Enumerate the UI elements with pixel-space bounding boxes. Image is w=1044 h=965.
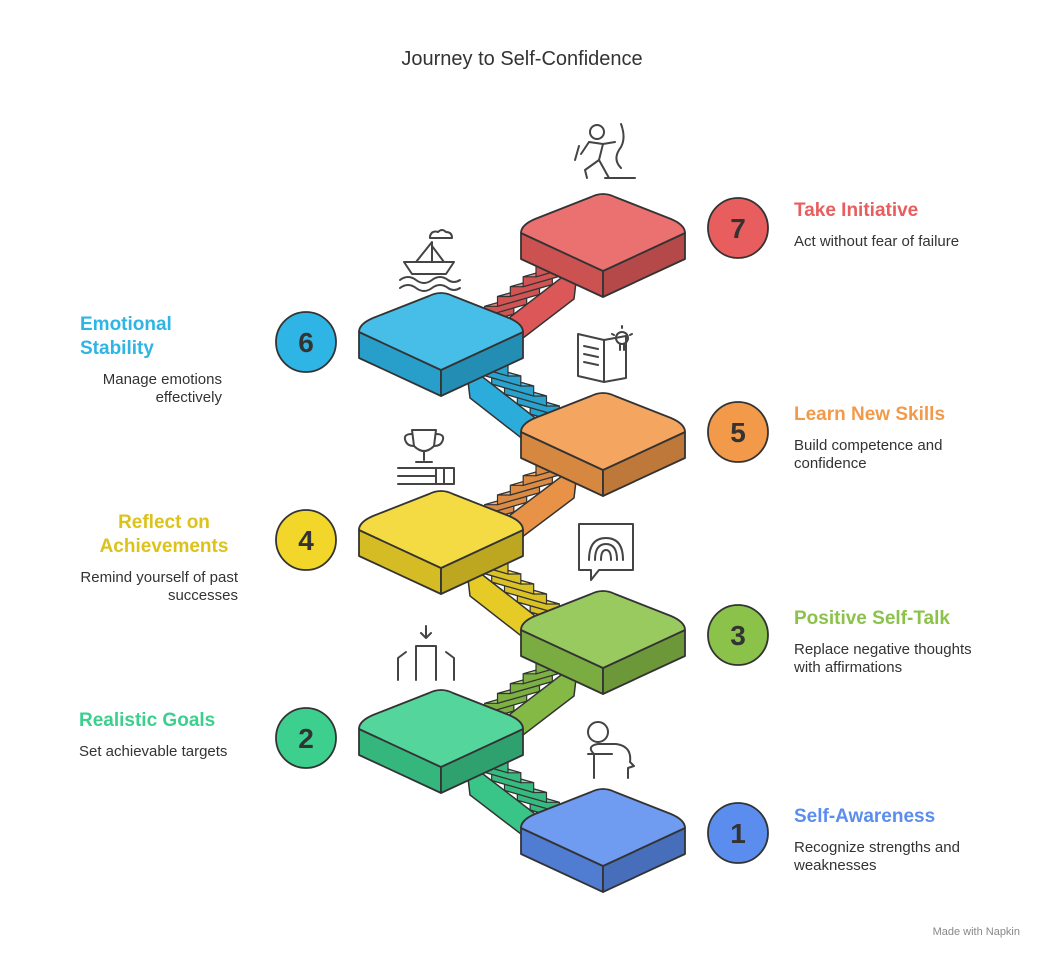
step-7-number: 7 [730, 213, 746, 244]
platform-1 [520, 788, 686, 893]
step-6-label: Emotional Stability Manage emotions effe… [20, 313, 250, 407]
step-4-circle [275, 509, 337, 571]
step-6-description: Manage emotions effectively [102, 371, 222, 406]
step-1-number-circle: 1 [707, 802, 769, 864]
step-5-number: 5 [730, 417, 746, 448]
platform-6 [358, 292, 524, 397]
platforms-layer [358, 193, 686, 893]
step-2-number: 2 [298, 723, 314, 754]
platform-3 [520, 590, 686, 695]
step-7-number-circle: 7 [707, 197, 769, 259]
trophy-books-icon [397, 429, 455, 485]
step-6-number-circle: 6 [275, 311, 337, 373]
step-5-number-circle: 5 [707, 401, 769, 463]
book-lightbulb-icon [577, 325, 633, 383]
step-4-heading: Reflect on Achievements [99, 512, 229, 557]
step-2-number-circle: 2 [275, 707, 337, 769]
napkin-watermark: Made with Napkin [932, 926, 1020, 938]
step-6-circle [275, 311, 337, 373]
step-2-label: Realistic Goals Set achievable targets [79, 709, 279, 761]
step-3-label: Positive Self-Talk Replace negative thou… [794, 607, 994, 677]
page-title: Journey to Self-Confidence [401, 48, 643, 70]
speech-bubble-rainbow-icon [578, 523, 634, 581]
step-3-heading: Positive Self-Talk [794, 608, 950, 629]
step-6-heading: Emotional Stability [80, 314, 172, 359]
step-7-label: Take Initiative Act without fear of fail… [794, 199, 1024, 251]
step-4-description: Remind yourself of past successes [80, 569, 238, 604]
step-4-number: 4 [298, 525, 314, 556]
step-5-label: Learn New Skills Build competence and co… [794, 403, 984, 473]
step-3-number: 3 [730, 620, 746, 651]
platform-4 [358, 490, 524, 595]
step-1-description: Recognize strengths and weaknesses [794, 839, 960, 874]
step-6-number: 6 [298, 327, 314, 358]
step-5-description: Build competence and confidence [794, 437, 943, 472]
step-2-heading: Realistic Goals [79, 710, 216, 731]
number-circles-layer: 1 2 3 4 5 6 7 [275, 197, 769, 864]
step-5-circle [707, 401, 769, 463]
platform-7 [520, 193, 686, 298]
step-2-description: Set achievable targets [79, 743, 228, 760]
step-5-heading: Learn New Skills [794, 404, 946, 425]
step-3-description: Replace negative thoughts with affirmati… [794, 641, 972, 676]
step-7-circle [707, 197, 769, 259]
step-1-number: 1 [730, 818, 746, 849]
step-1-circle [707, 802, 769, 864]
step-7-heading: Take Initiative [794, 200, 919, 221]
climber-icon [574, 123, 636, 179]
platform-2 [358, 689, 524, 794]
icons-layer [397, 123, 636, 779]
step-2-circle [275, 707, 337, 769]
step-1-label: Self-Awareness Recognize strengths and w… [794, 805, 994, 875]
target-pillars-icon [397, 625, 455, 681]
step-1-heading: Self-Awareness [794, 806, 936, 827]
platform-5 [520, 392, 686, 497]
step-4-label: Reflect on Achievements Remind yourself … [20, 511, 238, 605]
step-3-number-circle: 3 [707, 604, 769, 666]
step-3-circle [707, 604, 769, 666]
step-4-number-circle: 4 [275, 509, 337, 571]
person-head-icon [587, 721, 635, 779]
boat-waves-icon [399, 229, 461, 292]
step-7-description: Act without fear of failure [794, 233, 960, 250]
